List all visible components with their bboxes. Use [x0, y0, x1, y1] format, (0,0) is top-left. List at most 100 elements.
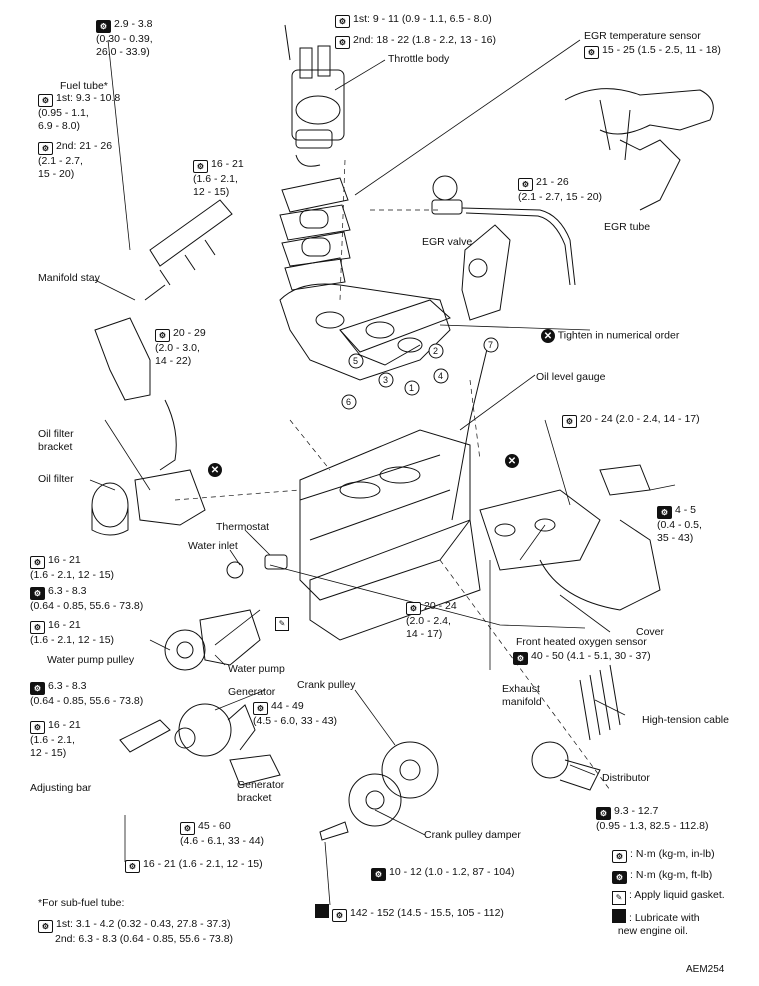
wrench-icon: ⚙ [332, 909, 347, 922]
tighten-order-icon: ✕ [505, 454, 519, 468]
exhaust-torque: ⚙20 - 24 (2.0 - 2.4, 14 - 17) [406, 600, 457, 640]
throttle-1st: ⚙1st: 9 - 11 (0.9 - 1.1, 6.5 - 8.0) [335, 13, 492, 28]
harness-drawing [564, 88, 714, 211]
bottom-torque-3: ⚙142 - 152 (14.5 - 15.5, 105 - 112) [315, 904, 504, 922]
seq-2: 2 [433, 346, 439, 356]
fuel-tube-drawing [144, 199, 233, 301]
figure-code: AEM254 [686, 964, 725, 975]
wrench-icon: ⚙ [30, 556, 45, 569]
lubricate-icon [315, 904, 329, 918]
intake-manifold-drawing [279, 283, 451, 381]
gasket-x-top: ✕ [208, 463, 222, 477]
generator-drawing [119, 703, 281, 786]
liquid-gasket-marker: ✎ [275, 615, 292, 631]
manifold-stay-label: Manifold stay [38, 272, 100, 284]
wrench-icon: ⚙ [335, 36, 350, 49]
thermostat-label: Thermostat [216, 521, 270, 533]
legend-ftlb: ⚙: N·m (kg-m, ft-lb) [612, 869, 712, 884]
wrench-icon: ⚙ [253, 702, 268, 715]
o2-torque: ⚙40 - 50 (4.1 - 5.1, 30 - 37) [513, 650, 651, 665]
tighten-order-label: ✕ Tighten in numerical order [541, 329, 679, 343]
egr-temp-torque: ⚙15 - 25 (1.5 - 2.5, 11 - 18) [584, 44, 721, 59]
tighten-order-icon: ✕ [541, 329, 555, 343]
egr-valve-torque: ⚙21 - 26 (2.1 - 2.7, 15 - 20) [518, 176, 603, 203]
wrench-ftlb-icon: ⚙ [96, 20, 111, 33]
crank-pulley-drawing [319, 741, 439, 841]
wrench-icon: ⚙ [518, 178, 533, 191]
high-tension-cable-label: High-tension cable [642, 714, 729, 726]
oil-filter-label: Oil filter [38, 473, 74, 485]
manifold-gasket-drawing [339, 299, 451, 353]
liquid-gasket-icon: ✎ [275, 616, 289, 631]
wrench-icon: ⚙ [180, 822, 195, 835]
wrench-icon: ⚙ [38, 142, 53, 155]
water-inlet-label: Water inlet [188, 540, 238, 552]
wrench-ftlb-icon: ⚙ [596, 807, 611, 820]
dashed-guides [174, 159, 611, 791]
oil-filter-bracket-label: Oil filter bracket [38, 428, 74, 453]
wrench-icon: ⚙ [155, 329, 170, 342]
dist-torque: ⚙9.3 - 12.7 (0.95 - 1.3, 82.5 - 112.8) [596, 805, 709, 832]
sub-fuel-tube-label: *For sub-fuel tube: [38, 897, 125, 909]
gasket-x-right: ✕ [505, 454, 519, 468]
exhaust-manifold-label: Exhaust manifold [502, 683, 542, 708]
crank-pulley-damper-label: Crank pulley damper [424, 829, 521, 841]
gen-torque: ⚙44 - 49 (4.5 - 6.0, 33 - 43) [253, 700, 338, 727]
generator-bracket-label: Generator bracket [237, 779, 285, 804]
legend-lubricate: : Lubricate with new engine oil. [612, 909, 700, 938]
manifold-stay-drawing [94, 317, 151, 401]
legend-inlb: ⚙: N·m (kg-m, in-lb) [612, 848, 715, 863]
left-torque-3: ⚙16 - 21 (1.6 - 2.1, 12 - 15) [30, 619, 115, 646]
seq-4: 4 [438, 371, 444, 381]
fuel-tube-label: Fuel tube* [60, 80, 108, 92]
wrench-inlb-icon: ⚙ [38, 94, 53, 107]
egr-tube-label: EGR tube [604, 221, 651, 233]
left-torque-1: ⚙16 - 21 (1.6 - 2.1, 12 - 15) [30, 554, 115, 581]
gasket-torque: ⚙16 - 21 (1.6 - 2.1, 12 - 15) [193, 158, 244, 198]
wrench-icon: ⚙ [30, 721, 45, 734]
water-pump-label: Water pump [228, 663, 285, 675]
legend-gasket: ✎: Apply liquid gasket. [612, 889, 725, 905]
wrench-icon: ⚙ [38, 920, 53, 933]
wrench-ftlb-icon: ⚙ [513, 652, 528, 665]
top-left-torque: ⚙2.9 - 3.8 (0.30 - 0.39, 26.0 - 33.9) [96, 18, 153, 58]
wrench-inlb-icon: ⚙ [612, 850, 627, 863]
seq-5: 5 [353, 356, 359, 366]
wrench-ftlb-icon: ⚙ [657, 506, 672, 519]
left-torque-4: ⚙6.3 - 8.3 (0.64 - 0.85, 55.6 - 73.8) [30, 680, 144, 707]
throttle-body-label: Throttle body [388, 53, 450, 65]
wrench-icon: ⚙ [406, 602, 421, 615]
bracket-torque: ⚙20 - 24 (2.0 - 2.4, 14 - 17) [562, 413, 700, 428]
sub-1st: ⚙1st: 3.1 - 4.2 (0.32 - 0.43, 27.8 - 37.… [38, 918, 231, 933]
engine-block-drawing [299, 429, 481, 641]
generator-label: Generator [228, 686, 276, 698]
seq-6: 6 [346, 397, 352, 407]
wrench-icon: ⚙ [584, 46, 599, 59]
manifold-torque: ⚙20 - 29 (2.0 - 3.0, 14 - 22) [155, 327, 206, 367]
distributor-drawing [531, 664, 621, 791]
leader-lines [89, 39, 676, 906]
seq-7: 7 [488, 340, 494, 350]
water-pump-pulley-label: Water pump pulley [47, 654, 135, 666]
oil-filter-drawing [91, 399, 206, 536]
exhaust-manifold-drawing [479, 464, 661, 611]
throttle-body-drawing [284, 24, 345, 167]
wrench-ftlb-icon: ⚙ [30, 682, 45, 695]
adjusting-bar-label: Adjusting bar [30, 782, 92, 794]
wrench-icon: ⚙ [125, 860, 140, 873]
seq-1: 1 [409, 383, 415, 393]
egr-valve-drawing [431, 175, 576, 286]
bracket-bolt-torque: ⚙45 - 60 (4.6 - 6.1, 33 - 44) [180, 820, 265, 847]
distributor-label: Distributor [602, 772, 650, 784]
sequence-markers [341, 337, 499, 410]
egr-valve-label: EGR valve [422, 236, 473, 248]
sub-2nd: 2nd: 6.3 - 8.3 (0.64 - 0.85, 55.6 - 73.8… [55, 933, 234, 945]
wrench-icon: ⚙ [30, 621, 45, 634]
oil-gauge-rod [451, 344, 489, 521]
tighten-order-icon: ✕ [208, 463, 222, 477]
oil-level-gauge-label: Oil level gauge [536, 371, 606, 383]
wrench-icon: ⚙ [562, 415, 577, 428]
wrench-icon: ⚙ [193, 160, 208, 173]
wrench-ftlb-icon: ⚙ [612, 871, 627, 884]
